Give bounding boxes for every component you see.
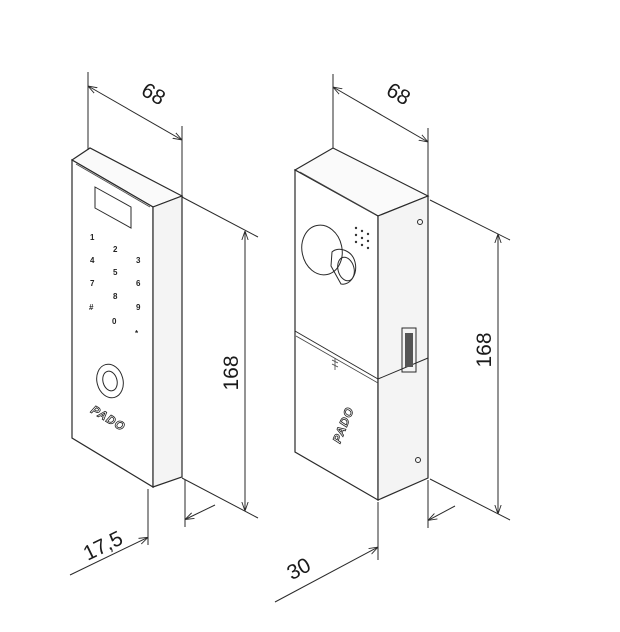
latch-slot	[401, 327, 417, 373]
keypad-key: 3	[136, 256, 141, 265]
lock-body-device: PADO	[293, 147, 430, 502]
keypad-lock-device: 1 2 3 4 5 6 7 8 9 # 0 * PADO	[70, 147, 184, 489]
indicator-mark	[331, 358, 339, 370]
speaker-holes	[354, 226, 370, 250]
keypad: 1 2 3 4 5 6 7 8 9 # 0 *	[89, 233, 141, 338]
screw-hole	[417, 219, 423, 225]
keypad-key: *	[135, 329, 139, 338]
keypad-key: 9	[136, 303, 141, 312]
dimension-depth-right: 30	[274, 480, 456, 603]
dimension-label: 17,5	[80, 527, 127, 566]
keypad-key: 1	[90, 233, 95, 242]
keypad-key: 4	[90, 256, 95, 265]
lock-body-seam-inner	[295, 335, 379, 384]
fingerprint-sensor	[96, 363, 124, 399]
keypad-lock-display	[94, 186, 132, 229]
keypad-key: 7	[90, 279, 95, 288]
dimension-label: 168	[220, 355, 243, 390]
keypad-lock-bevel-line	[75, 163, 151, 208]
dimension-height-left: 168	[181, 196, 259, 519]
dimension-depth-left: 17,5	[69, 480, 216, 576]
lock-body-side-face	[377, 195, 429, 501]
lock-knob	[301, 224, 357, 285]
keypad-key: 8	[113, 292, 118, 301]
dimension-height-right: 168	[429, 199, 511, 521]
dimension-label: 30	[283, 554, 314, 585]
keypad-key: 0	[112, 317, 117, 326]
keypad-key: 6	[136, 279, 141, 288]
keypad-key: 2	[113, 245, 118, 254]
dimension-label: 68	[137, 79, 169, 111]
dimension-label: 68	[382, 79, 414, 111]
lock-body-bevel-line	[299, 171, 376, 215]
keypad-lock-side-face	[152, 195, 183, 488]
lock-body-front-face	[294, 168, 379, 502]
keypad-key: 5	[113, 268, 118, 277]
dimension-label: 168	[473, 332, 496, 367]
screw-hole	[415, 457, 421, 463]
keypad-key: #	[89, 303, 94, 312]
